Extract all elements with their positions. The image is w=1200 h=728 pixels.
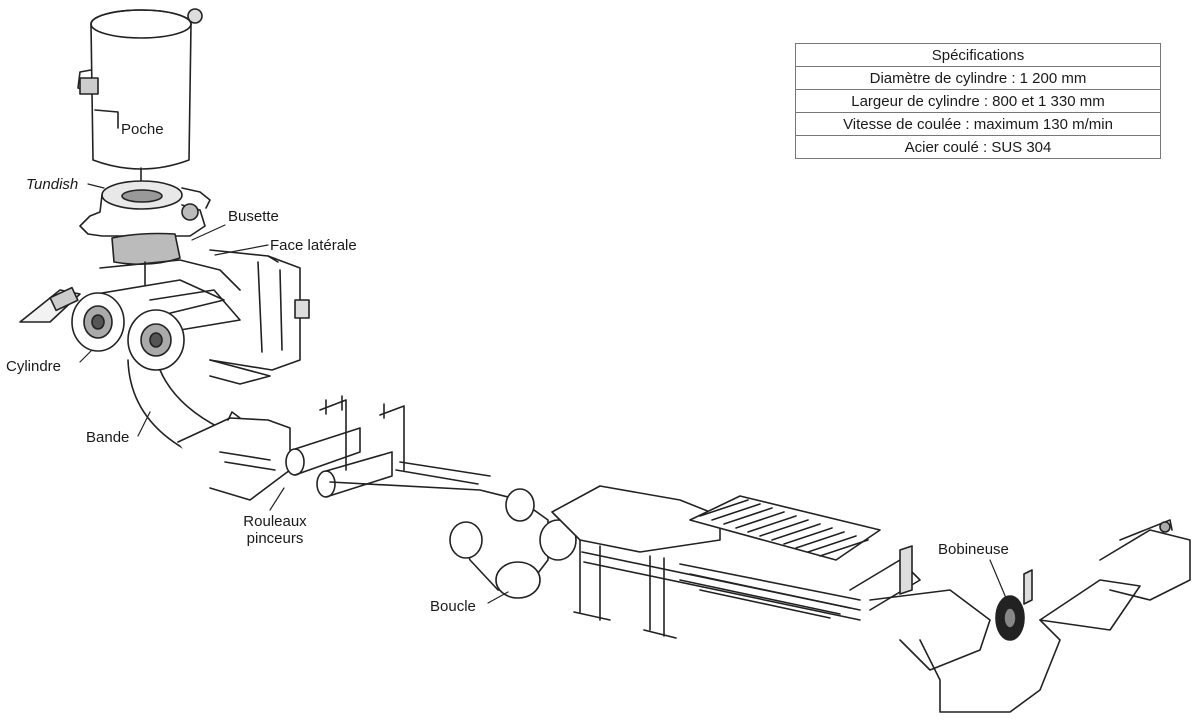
spec-casting-speed: Vitesse de coulée : maximum 130 m/min (795, 112, 1161, 136)
leader-lines (79, 183, 1007, 604)
cooling-bank-drawing (679, 495, 881, 619)
label-rouleaux-line1: Rouleaux (243, 513, 307, 530)
label-rouleaux-line2: pinceurs (246, 530, 304, 547)
label-bobineuse: Bobineuse (938, 541, 1009, 558)
loop-drawing (329, 461, 577, 599)
label-tundish: Tundish (26, 176, 79, 193)
label-bande: Bande (86, 429, 130, 446)
spec-header: Spécifications (795, 43, 1161, 67)
spec-row: Diamètre de cylindre : 1 200 mm (795, 66, 1161, 90)
coiler-drawing (849, 519, 1191, 713)
label-boucle: Boucle (430, 598, 476, 615)
label-busette: Busette (228, 208, 279, 225)
caster-frame-drawing (19, 249, 310, 385)
pinch-rolls-drawing (177, 395, 405, 501)
tundish-drawing (79, 180, 211, 237)
label-rouleaux-pinceurs: Rouleaux pinceurs (240, 513, 310, 547)
spec-roll-diameter: Diamètre de cylindre : 1 200 mm (795, 66, 1161, 90)
label-poche: Poche (121, 121, 164, 138)
spec-row: Vitesse de coulée : maximum 130 m/min (795, 112, 1161, 136)
spec-steel-grade: Acier coulé : SUS 304 (795, 135, 1161, 159)
label-cylindre: Cylindre (6, 358, 62, 375)
spec-header-row: Spécifications (795, 43, 1161, 67)
spec-row: Acier coulé : SUS 304 (795, 135, 1161, 159)
twin-rolls-drawing (71, 279, 241, 371)
spec-roll-width: Largeur de cylindre : 800 et 1 330 mm (795, 89, 1161, 113)
ladle-drawing (77, 8, 203, 185)
specifications-table: Spécifications Diamètre de cylindre : 1 … (795, 43, 1161, 159)
label-face-laterale: Face latérale (270, 237, 357, 254)
spec-row: Largeur de cylindre : 800 et 1 330 mm (795, 89, 1161, 113)
